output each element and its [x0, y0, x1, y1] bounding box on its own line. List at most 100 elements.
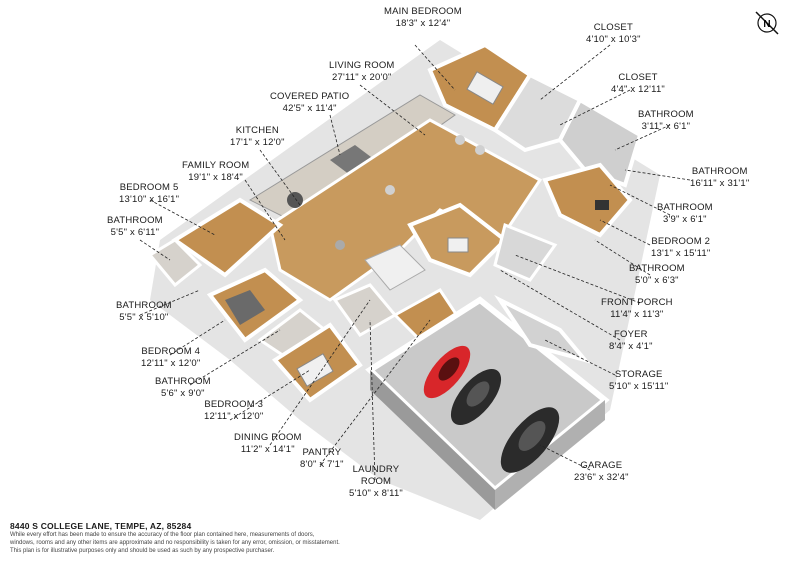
room-name: BATHROOM	[116, 300, 172, 311]
label-pantry: PANTRY 8'0" x 7'1"	[300, 447, 344, 471]
room-dims: 3'9" x 6'1"	[663, 214, 707, 225]
room-name: LIVING ROOM	[329, 60, 395, 71]
disclaimer-line-3: This plan is for illustrative purposes o…	[10, 548, 275, 554]
room-dims: 27'11" x 20'0"	[332, 72, 392, 83]
leader-lines	[139, 44, 691, 481]
label-closet-1: CLOSET 4'10" x 10'3"	[586, 22, 641, 46]
room-dims: 13'1" x 15'11"	[651, 248, 711, 259]
room-name: DINING ROOM	[234, 432, 302, 443]
label-bathroom-left-low: BATHROOM 5'6" x 9'0"	[155, 376, 211, 400]
room-dims: 19'1" x 18'4"	[188, 172, 243, 183]
family-chair	[335, 240, 345, 250]
room-name: GARAGE	[580, 460, 623, 471]
room-dims: 5'5" x 6'11"	[110, 227, 160, 238]
garage-wall-shade	[370, 370, 495, 510]
label-closet-2: CLOSET 4'4" x 12'11"	[611, 72, 665, 96]
main-bedroom-bed	[466, 71, 504, 105]
label-laundry-room: LAUNDRY ROOM 5'10" x 8'11"	[348, 464, 404, 500]
address: 8440 S COLLEGE LANE, TEMPE, AZ, 85284	[10, 521, 192, 531]
label-bedroom-3: BEDROOM 3 12'11" x 12'0"	[204, 399, 263, 423]
label-foyer: FOYER 8'4" x 4'1"	[609, 329, 653, 353]
room-dims: 13'10" x 16'1"	[119, 194, 180, 205]
car-black-2	[500, 407, 560, 473]
bedroom-2-desk	[595, 200, 609, 210]
car-red	[423, 345, 471, 399]
label-family-room: FAMILY ROOM 19'1" x 18'4"	[182, 160, 249, 184]
room-name: MAIN BEDROOM	[384, 6, 462, 17]
room-dims: 5'10" x 15'11"	[609, 381, 669, 392]
storage-floor	[494, 294, 591, 364]
room-name: BATHROOM	[155, 376, 211, 387]
room-name: FOYER	[614, 329, 648, 340]
compass-letter: N	[763, 19, 770, 30]
room-name: KITCHEN	[235, 125, 279, 136]
room-dims: 4'4" x 12'11"	[611, 84, 665, 95]
label-bathroom-right-low: BATHROOM 5'0" x 6'3"	[629, 263, 685, 287]
footer: 8440 S COLLEGE LANE, TEMPE, AZ, 85284 Wh…	[10, 522, 340, 555]
label-bathroom-5: BATHROOM 3'9" x 6'1"	[657, 202, 713, 226]
room-dims: 18'3" x 12'4"	[395, 18, 451, 29]
room-dims: 8'4" x 4'1"	[609, 341, 653, 352]
room-dims: 4'10" x 10'3"	[586, 34, 641, 45]
patio-rug	[330, 145, 375, 175]
room-name: STORAGE	[614, 369, 663, 380]
label-kitchen: KITCHEN 17'1" x 12'0"	[230, 125, 285, 149]
label-living-room: LIVING ROOM 27'11" x 20'0"	[329, 60, 395, 84]
bedroom-2-floor	[542, 162, 633, 238]
dining-table	[447, 237, 469, 253]
disclaimer-line-1: While every effort has been made to ensu…	[10, 532, 315, 538]
bedroom-3-bed	[296, 353, 334, 387]
garage-wall-front	[495, 400, 605, 510]
label-bedroom-5: BEDROOM 5 13'10" x 16'1"	[119, 182, 179, 206]
label-bathroom-16: BATHROOM 16'11" x 31'1"	[690, 166, 749, 190]
bedroom-5-floor	[171, 197, 284, 278]
bedroom-4-rug	[225, 290, 265, 325]
living-chair	[455, 135, 465, 145]
room-name: BATHROOM	[691, 166, 748, 177]
room-name: BATHROOM	[107, 215, 163, 226]
label-storage: STORAGE 5'10" x 15'11"	[609, 369, 668, 393]
room-name: PANTRY	[302, 447, 342, 458]
room-dims: 5'10" x 8'11"	[349, 488, 403, 499]
patio-table	[287, 192, 303, 208]
room-dims: 16'11" x 31'1"	[690, 178, 750, 189]
room-dims: 11'2" x 14'1"	[240, 444, 295, 455]
room-dims: 12'11" x 12'0"	[141, 358, 201, 369]
room-dims: 5'0" x 6'3"	[635, 275, 679, 286]
living-family-floor	[268, 118, 543, 302]
room-dims: 8'0" x 7'1"	[300, 459, 344, 470]
room-dims: 3'11" x 6'1"	[641, 121, 691, 132]
room-dims: 5'6" x 9'0"	[161, 388, 205, 399]
living-chair-2	[475, 145, 485, 155]
label-garage: GARAGE 23'6" x 32'4"	[574, 460, 629, 484]
label-dining-room: DINING ROOM 11'2" x 14'1"	[234, 432, 302, 456]
room-name: BEDROOM 3	[204, 399, 264, 410]
room-name: BATHROOM	[629, 263, 685, 274]
label-front-porch: FRONT PORCH 11'4" x 11'3"	[601, 297, 673, 321]
room-dims: 11'4" x 11'3"	[610, 309, 664, 320]
living-chair-3	[385, 185, 395, 195]
room-dims: 23'6" x 32'4"	[574, 472, 629, 483]
room-name: COVERED PATIO	[270, 91, 350, 102]
kitchen-island	[364, 244, 426, 291]
room-dims: 12'11" x 12'0"	[204, 411, 264, 422]
label-bedroom-2: BEDROOM 2 13'1" x 15'11"	[651, 236, 710, 260]
label-main-bedroom: MAIN BEDROOM 18'3" x 12'4"	[384, 6, 462, 30]
room-dims: 5'5" x 5'10"	[119, 312, 169, 323]
room-name: BEDROOM 5	[119, 182, 179, 193]
room-name: CLOSET	[618, 72, 658, 83]
label-bedroom-4: BEDROOM 4 12'11" x 12'0"	[141, 346, 200, 370]
label-bathroom-left-mid: BATHROOM 5'5" x 5'10"	[116, 300, 172, 324]
room-name: CLOSET	[593, 22, 633, 33]
room-dims: 17'1" x 12'0"	[230, 137, 285, 148]
room-name: FRONT PORCH	[601, 297, 673, 308]
car-black-1	[450, 368, 502, 426]
label-covered-patio: COVERED PATIO 42'5" x 11'4"	[270, 91, 349, 115]
master-bath-floor	[557, 97, 643, 188]
bathroom-left-top-floor	[147, 238, 203, 288]
room-name: LAUNDRY ROOM	[352, 464, 400, 487]
label-bathroom-3: BATHROOM 3'11" x 6'1"	[638, 109, 694, 133]
front-porch-floor	[493, 222, 558, 282]
north-compass-icon: N	[755, 11, 779, 35]
